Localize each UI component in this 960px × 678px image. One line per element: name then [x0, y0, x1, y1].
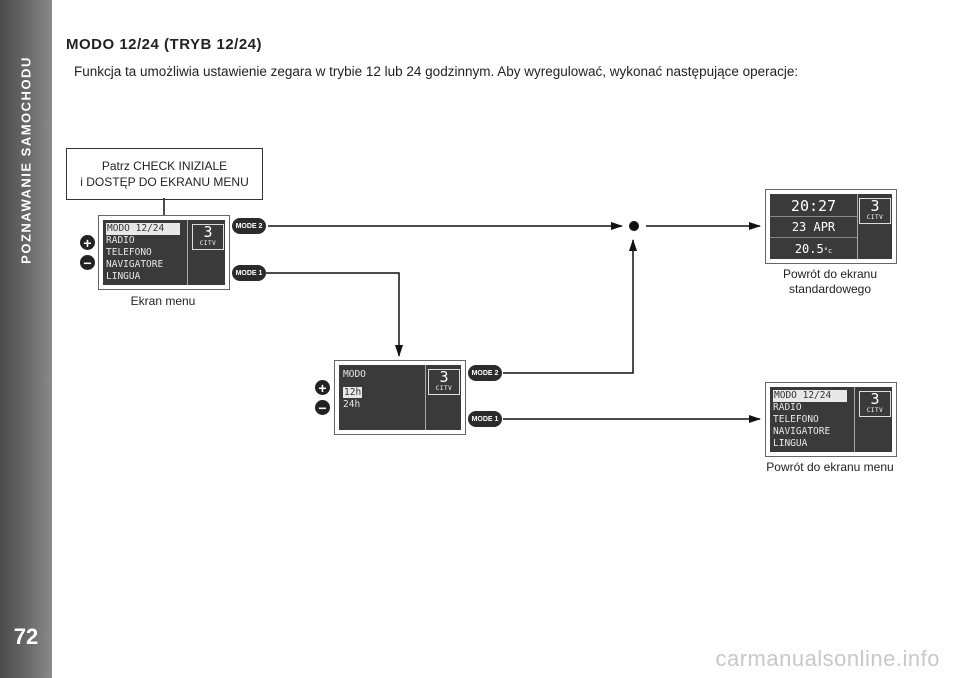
mode2-button-2[interactable]: MODE 2: [468, 365, 502, 381]
heading-title: MODO 12/24: [66, 36, 160, 53]
mode2-button[interactable]: MODE 2: [232, 218, 266, 234]
return-menu-caption: Powrót do ekranu menu: [766, 460, 894, 474]
heading-subtitle: (TRYB 12/24): [164, 36, 263, 53]
menu-screen: MODO 12/24 RADIO TELEFONO NAVIGATORE LIN…: [98, 215, 230, 290]
minus-button-2[interactable]: −: [315, 400, 330, 415]
reference-box: Patrz CHECK INIZIALE i DOSTĘP DO EKRANU …: [66, 148, 263, 200]
menu-item-modo: MODO 12/24: [773, 390, 847, 402]
plus-button[interactable]: +: [80, 235, 95, 250]
minus-button[interactable]: −: [80, 255, 95, 270]
menu-item-telefono: TELEFONO: [773, 414, 819, 425]
outside-temp: 20.5°c: [794, 242, 833, 256]
junction-dot: [629, 221, 639, 231]
page-number: 72: [13, 624, 39, 649]
option-12h: 12h: [343, 387, 363, 398]
calendar-date: 23 APR: [770, 218, 857, 238]
menu-item-radio: RADIO: [773, 402, 802, 413]
option-24h: 24h: [343, 399, 361, 410]
reference-line-1: Patrz CHECK INIZIALE: [101, 159, 228, 173]
intro-text: Funkcja ta umożliwia ustawienie zegara w…: [74, 64, 799, 79]
sidebar: POZNAWANIE SAMOCHODU 72: [0, 0, 52, 678]
menu-item-modo: MODO 12/24: [106, 223, 180, 235]
return-menu-screen: MODO 12/24 RADIO TELEFONO NAVIGATORE LIN…: [765, 382, 897, 457]
clock-time: 20:27: [770, 196, 857, 217]
mode-title: MODO: [343, 369, 366, 380]
menu-screen-caption: Ekran menu: [130, 294, 196, 308]
menu-item-navigatore: NAVIGATORE: [106, 259, 164, 270]
menu-item-telefono: TELEFONO: [106, 247, 152, 258]
arrow-mode2-up-to-dot: [503, 239, 637, 374]
menu-item-lingua: LINGUA: [773, 438, 808, 449]
standard-screen-caption: Powrót do ekranu standardowego: [782, 267, 878, 296]
menu-item-radio: RADIO: [106, 235, 135, 246]
plus-button-2[interactable]: +: [315, 380, 330, 395]
mode1-button[interactable]: MODE 1: [232, 265, 266, 281]
section-heading: MODO 12/24 (TRYB 12/24): [66, 36, 262, 53]
mode1-button-2[interactable]: MODE 1: [468, 411, 502, 427]
watermark: carmanualsonline.info: [715, 646, 940, 671]
arrow-mode1-to-mode-screen: [266, 272, 403, 357]
reference-line-2: i DOSTĘP DO EKRANU MENU: [80, 175, 249, 189]
menu-item-lingua: LINGUA: [106, 271, 141, 282]
menu-item-navigatore: NAVIGATORE: [773, 426, 831, 437]
